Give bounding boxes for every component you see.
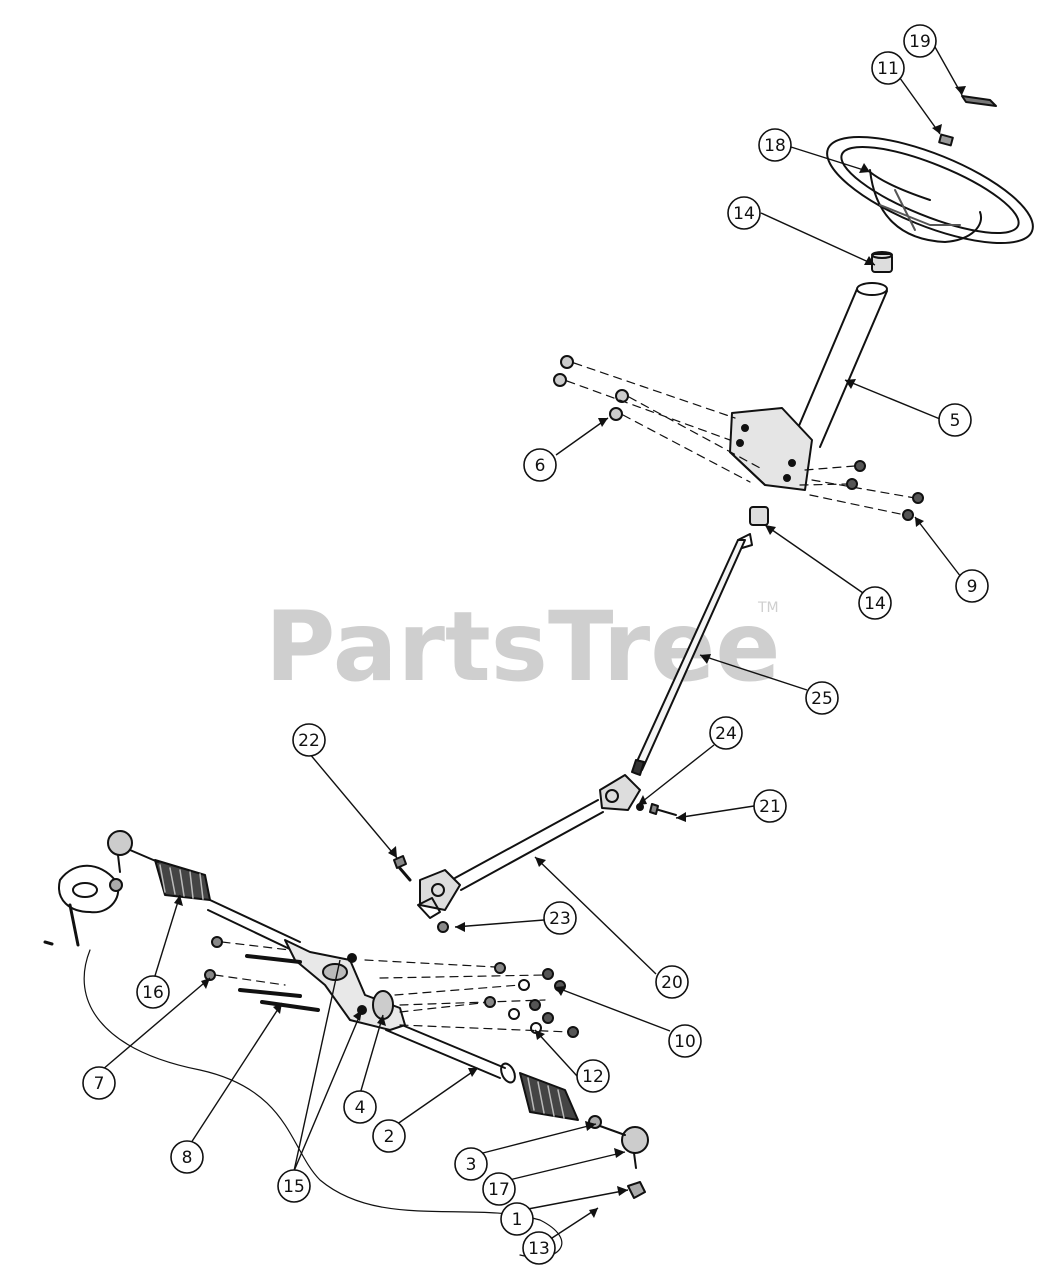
callout-7-label: 7: [94, 1074, 105, 1094]
column-nuts-part: [846, 460, 924, 521]
callout-4: 4: [343, 1090, 377, 1124]
column-bolts-part: [553, 355, 629, 421]
left-tie-rod-end-part: [107, 830, 159, 873]
callout-8: 8: [170, 1140, 204, 1174]
callout-23: 23: [543, 901, 577, 935]
left-bellows-boot-part: [154, 859, 211, 901]
callout-13-label: 13: [528, 1239, 550, 1259]
callout-8-label: 8: [182, 1148, 193, 1168]
callout-1: 1: [500, 1202, 534, 1236]
callout-18-label: 18: [764, 136, 786, 156]
callout-21-label: 21: [759, 797, 781, 817]
intermediate-shaft-part: [454, 799, 604, 891]
steering-cap-part: [961, 95, 997, 107]
left-spindle-part: [43, 864, 123, 947]
callout-11-top: 11: [871, 51, 905, 85]
callout-16: 16: [136, 975, 170, 1009]
callout-2: 2: [372, 1119, 406, 1153]
callout-13: 13: [522, 1231, 556, 1265]
lower-u-joint-part: [417, 869, 461, 919]
steering-column-part: [729, 282, 888, 491]
callout-11-label: 11: [877, 59, 899, 79]
rack-dash-lines: [214, 941, 571, 1033]
steering-wheel-part: [826, 135, 1034, 245]
callout-22-label: 22: [298, 731, 320, 751]
callout-21: 21: [753, 789, 787, 823]
assembly-reference-curve: [83, 949, 563, 1258]
callout-25-label: 25: [811, 689, 833, 709]
callout-3: 3: [454, 1147, 488, 1181]
callout-14-lower-label: 14: [864, 594, 886, 614]
callout-17-label: 17: [488, 1180, 510, 1200]
castle-nut-part: [627, 1181, 646, 1199]
callout-1-label: 1: [512, 1210, 523, 1230]
callout-20: 20: [655, 965, 689, 999]
callout-4-label: 4: [355, 1098, 366, 1118]
leader-arrowheads: [174, 86, 966, 1218]
callout-24-label: 24: [715, 724, 737, 744]
upper-bushing-part: [871, 251, 893, 273]
lower-bushing-part: [749, 506, 769, 526]
right-bellows-boot-part: [519, 1072, 579, 1121]
callout-14-upper-label: 14: [733, 204, 755, 224]
callout-12: 12: [576, 1059, 610, 1093]
callouts: 19 11 18 14 5 6 14 9: [82, 24, 989, 1265]
callout-17: 17: [482, 1172, 516, 1206]
bolt-dash-lines: [566, 362, 916, 516]
callout-7: 7: [82, 1066, 116, 1100]
callout-22: 22: [292, 723, 326, 757]
clip-part: [938, 133, 954, 147]
right-tie-rod-end-part: [599, 1125, 649, 1169]
callout-10-label: 10: [674, 1032, 696, 1052]
steering-gearbox-part: [284, 939, 406, 1031]
callout-15-label: 15: [283, 1177, 305, 1197]
watermark: PartsTree TM: [265, 591, 780, 703]
callout-14-lower: 14: [858, 586, 892, 620]
callout-18: 18: [758, 128, 792, 162]
callout-5: 5: [938, 403, 972, 437]
callout-9-label: 9: [967, 577, 978, 597]
callout-5-label: 5: [950, 411, 961, 431]
callout-12-label: 12: [582, 1067, 604, 1087]
callout-19: 19: [903, 24, 937, 58]
callout-16-label: 16: [142, 983, 164, 1003]
callout-10: 10: [668, 1024, 702, 1058]
rack-shaft-part: [207, 899, 516, 1084]
callout-25: 25: [805, 681, 839, 715]
pinch-bolt-part: [393, 855, 412, 882]
steering-shaft-part: [631, 533, 753, 776]
callout-9: 9: [955, 569, 989, 603]
callout-23-label: 23: [549, 909, 571, 929]
pinch-nut-part: [437, 921, 449, 933]
callout-20-label: 20: [661, 973, 683, 993]
callout-6-label: 6: [535, 456, 546, 476]
callout-3-label: 3: [466, 1155, 477, 1175]
callout-15: 15: [277, 1169, 311, 1203]
leader-lines: [101, 46, 963, 1239]
callout-6: 6: [523, 448, 557, 482]
watermark-trademark: TM: [757, 600, 779, 616]
u-joint-bolt-part: [649, 803, 677, 816]
callout-19-label: 19: [909, 32, 931, 52]
callout-24: 24: [709, 716, 743, 750]
callout-14-upper: 14: [727, 196, 761, 230]
upper-u-joint-part: [599, 774, 644, 811]
callout-2-label: 2: [384, 1127, 395, 1147]
watermark-brand: PartsTree: [265, 591, 780, 703]
